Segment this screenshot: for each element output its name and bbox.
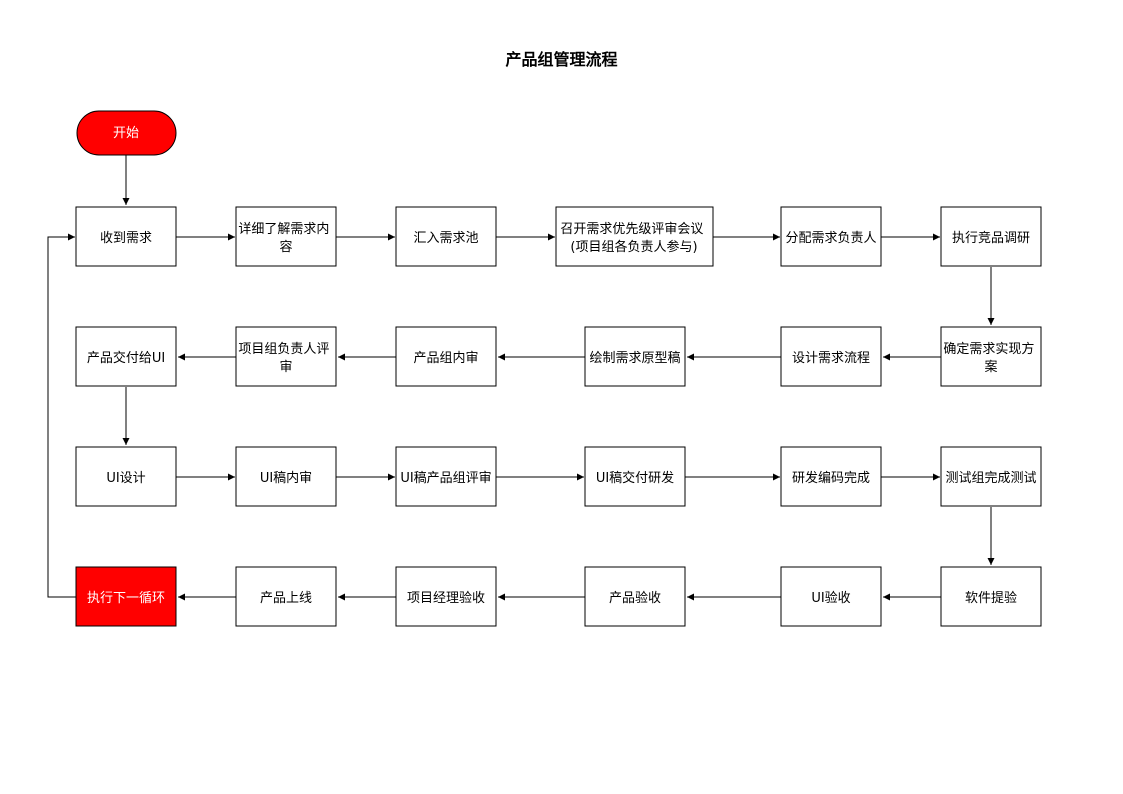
- pool-node[interactable]: 汇入需求池: [395, 206, 497, 267]
- ui-product-review-label: UI稿产品组评审: [400, 470, 491, 486]
- detail-label: 详细了解需求内 容: [238, 221, 333, 255]
- ui-accept-node[interactable]: UI验收: [780, 566, 882, 627]
- dev-done-label: 研发编码完成: [792, 470, 870, 486]
- pm-accept-node[interactable]: 项目经理验收: [395, 566, 497, 627]
- ui-deliver-dev-label: UI稿交付研发: [596, 470, 674, 486]
- diagram-title: 产品组管理流程: [505, 50, 618, 69]
- assign-node[interactable]: 分配需求负责人: [780, 206, 882, 267]
- launch-node[interactable]: 产品上线: [235, 566, 337, 627]
- internal-review-node[interactable]: 产品组内审: [395, 326, 497, 387]
- submit-label: 软件提验: [965, 590, 1017, 606]
- meeting-node[interactable]: 召开需求优先级评审会议 (项目组各负责人参与): [555, 206, 714, 267]
- lead-review-node[interactable]: 项目组负责人评 审: [235, 326, 337, 387]
- internal-review-label: 产品组内审: [413, 350, 478, 366]
- dev-done-node[interactable]: 研发编码完成: [780, 446, 882, 507]
- next-cycle-node[interactable]: 执行下一循环: [75, 566, 177, 627]
- ui-internal-node[interactable]: UI稿内审: [235, 446, 337, 507]
- assign-label: 分配需求负责人: [785, 231, 876, 246]
- plan-label: 确定需求实现方 案: [943, 341, 1038, 375]
- detail-label-line1: 详细了解需求内: [238, 221, 329, 237]
- start-label: 开始: [113, 126, 139, 141]
- prototype-node[interactable]: 绘制需求原型稿: [584, 326, 686, 387]
- plan-label-line1: 确定需求实现方: [943, 341, 1034, 357]
- receive-node[interactable]: 收到需求: [75, 206, 177, 267]
- plan-node[interactable]: 确定需求实现方 案: [940, 326, 1042, 387]
- edge-nextcycle-receive: [47, 233, 76, 598]
- research-label: 执行竞品调研: [952, 230, 1030, 246]
- lead-review-label-line1: 项目组负责人评: [238, 342, 329, 357]
- ui-internal-label: UI稿内审: [260, 470, 312, 486]
- submit-node[interactable]: 软件提验: [940, 566, 1042, 627]
- receive-label: 收到需求: [100, 231, 152, 246]
- next-cycle-label: 执行下一循环: [87, 591, 165, 606]
- pool-label: 汇入需求池: [413, 231, 478, 246]
- ui-product-review-node[interactable]: UI稿产品组评审: [395, 446, 497, 507]
- prototype-label: 绘制需求原型稿: [589, 350, 680, 366]
- meeting-label: 召开需求优先级评审会议 (项目组各负责人参与): [560, 222, 707, 255]
- meeting-label-line2: (项目组各负责人参与): [570, 239, 697, 255]
- plan-label-line2: 案: [984, 360, 997, 375]
- start-node[interactable]: 开始: [76, 110, 177, 156]
- ui-design-label: UI设计: [106, 471, 145, 486]
- ui-deliver-dev-node[interactable]: UI稿交付研发: [584, 446, 686, 507]
- detail-node[interactable]: 详细了解需求内 容: [235, 206, 337, 267]
- meeting-label-line1: 召开需求优先级评审会议: [560, 222, 703, 237]
- lead-review-label: 项目组负责人评 审: [238, 342, 333, 375]
- lead-review-label-line2: 审: [279, 360, 292, 375]
- test-done-label: 测试组完成测试: [945, 471, 1036, 486]
- deliver-ui-node[interactable]: 产品交付给UI: [75, 326, 177, 387]
- design-flow-node[interactable]: 设计需求流程: [780, 326, 882, 387]
- pm-accept-label: 项目经理验收: [407, 590, 485, 606]
- detail-label-line2: 容: [279, 239, 292, 255]
- product-accept-node[interactable]: 产品验收: [584, 566, 686, 627]
- product-accept-label: 产品验收: [609, 590, 661, 606]
- test-done-node[interactable]: 测试组完成测试: [940, 446, 1042, 507]
- ui-accept-label: UI验收: [811, 590, 850, 606]
- design-flow-label: 设计需求流程: [792, 351, 870, 366]
- launch-label: 产品上线: [260, 591, 312, 606]
- ui-design-node[interactable]: UI设计: [75, 446, 177, 507]
- connectors: [47, 155, 995, 601]
- research-node[interactable]: 执行竞品调研: [940, 206, 1042, 267]
- deliver-ui-label: 产品交付给UI: [87, 350, 165, 366]
